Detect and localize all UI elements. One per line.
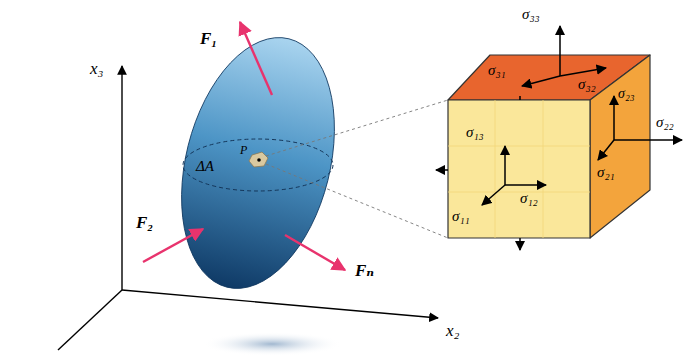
leader-lines — [266, 100, 448, 238]
area-patch — [249, 152, 268, 167]
force-arrows — [143, 22, 345, 270]
stress-label: σ₁₃ — [466, 124, 484, 141]
force-label: Fₙ — [355, 262, 374, 281]
force-label: F₁ — [200, 30, 217, 49]
force-label: F₂ — [136, 214, 153, 233]
point-label: P — [240, 144, 247, 157]
face-grid — [448, 100, 590, 238]
point — [257, 158, 261, 162]
axis-label: x₃ — [90, 60, 103, 79]
stress-label: σ₂₁ — [597, 164, 615, 181]
cut-plane — [183, 139, 333, 191]
axis-label: x₂ — [446, 322, 459, 341]
shadow — [202, 332, 342, 356]
stress-label: σ₂₃ — [618, 86, 635, 101]
cube — [448, 55, 650, 238]
body — [157, 21, 359, 304]
stress-label: σ₁₂ — [520, 190, 538, 207]
stress-arrows — [436, 26, 682, 250]
stress-label: σ₂₂ — [656, 114, 674, 131]
area-label: ΔA — [196, 158, 214, 175]
stress-label: σ₃₃ — [522, 6, 540, 23]
stress-label: σ₃₂ — [578, 76, 596, 93]
stress-label: σ₃₁ — [488, 62, 506, 79]
stress-label: σ₁₁ — [452, 208, 470, 225]
